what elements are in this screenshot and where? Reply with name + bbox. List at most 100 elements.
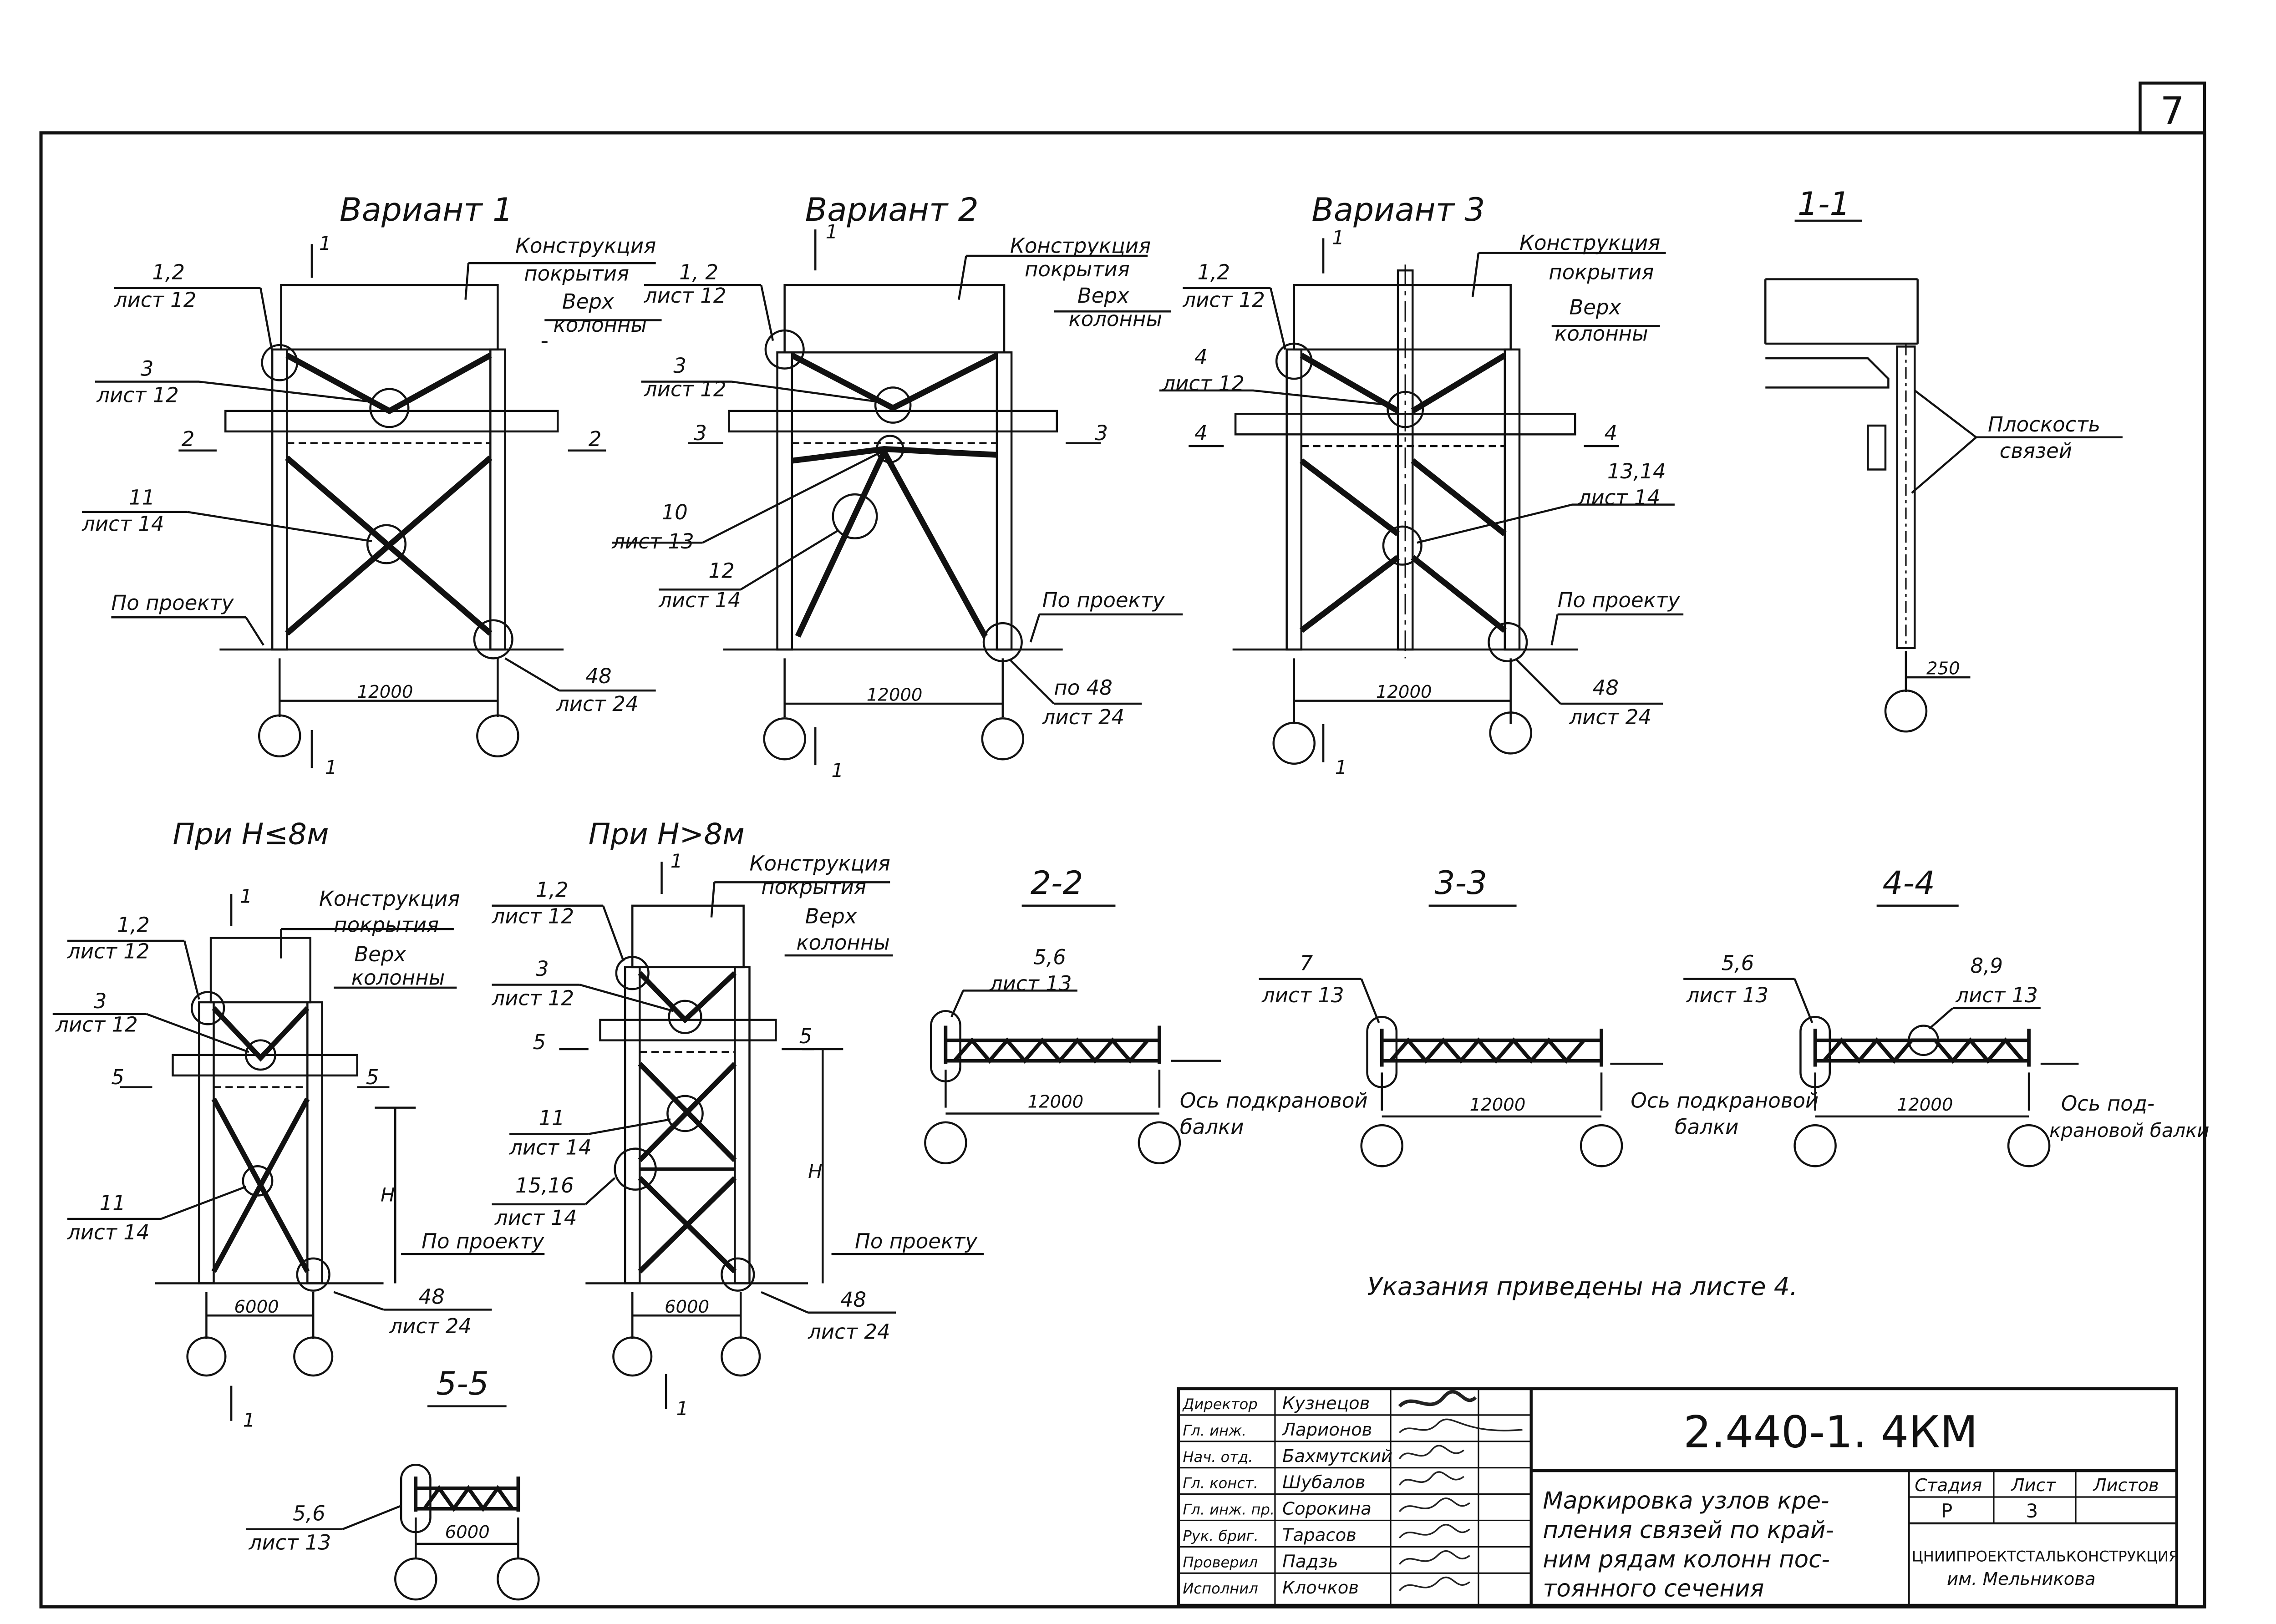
v3-span: 12000 xyxy=(1376,682,1432,702)
sheet-value: 3 xyxy=(2026,1500,2038,1522)
high-sec-r: 5 xyxy=(799,1024,813,1048)
v3-roof-2: покрытия xyxy=(1549,260,1654,284)
v3-n1314-sheet: лист 14 xyxy=(1578,486,1661,510)
description-line-3: ним рядам колонн пос- xyxy=(1543,1546,1830,1573)
sheet-number: 7 xyxy=(2160,89,2185,133)
section-2-2-axis-1: Ось подкрановой xyxy=(1180,1089,1368,1113)
section-5-5-span: 6000 xyxy=(445,1522,490,1543)
role-3: Гл. конст. xyxy=(1183,1475,1258,1492)
section-4-4: 4-4 5,6 лист 13 8,9 лист 13 12000 Ось по… xyxy=(1683,864,2210,1167)
v2-sec-l: 3 xyxy=(694,421,707,445)
v2-top-2: колонны xyxy=(1069,307,1162,331)
name-2: Бахмутский xyxy=(1282,1446,1392,1467)
section-4-4-node: 5,6 xyxy=(1722,951,1754,975)
frame-high: При H>8м xyxy=(492,817,984,1420)
v1-per-project: По проекту xyxy=(111,591,234,615)
name-6: Падзь xyxy=(1282,1551,1338,1572)
low-title: При H≤8м xyxy=(173,817,329,852)
org-subname: им. Мельникова xyxy=(1947,1569,2096,1589)
name-0: Кузнецов xyxy=(1282,1393,1370,1414)
v2-n3-sheet: лист 12 xyxy=(644,377,726,401)
role-2: Нач. отд. xyxy=(1183,1448,1253,1466)
section-4-4-span: 12000 xyxy=(1897,1095,1953,1115)
v1-sec-l: 2 xyxy=(182,427,195,451)
section-1-1-title: 1-1 xyxy=(1798,185,1850,223)
section-2-2-axis-2: балки xyxy=(1180,1115,1244,1139)
general-note: Указания приведены на листе 4. xyxy=(1367,1272,1798,1301)
low-n48-sheet: лист 24 xyxy=(389,1314,472,1338)
name-7: Клочков xyxy=(1282,1578,1359,1598)
high-n12-sheet: лист 12 xyxy=(492,904,574,928)
v1-n12-sheet: лист 12 xyxy=(114,288,197,312)
v3-cut-bottom: 1 xyxy=(1335,756,1347,778)
section-5-5-node: 5,6 xyxy=(293,1501,325,1525)
v3-n12: 1,2 xyxy=(1198,260,1230,284)
role-4: Гл. инж. пр. xyxy=(1183,1501,1275,1518)
high-n1516-sheet: лист 14 xyxy=(494,1206,577,1230)
high-n3-sheet: лист 12 xyxy=(492,986,574,1010)
variant-3-title: Вариант 3 xyxy=(1311,191,1485,228)
high-per-project: По проекту xyxy=(855,1229,978,1253)
low-n3-sheet: лист 12 xyxy=(55,1012,138,1036)
description-line-1: Маркировка узлов кре- xyxy=(1543,1487,1829,1515)
section-2-2: 2-2 5,6 лист 13 12000 Ось подкрановой ба… xyxy=(924,864,1368,1165)
high-cut-bottom: 1 xyxy=(676,1397,689,1420)
sheets-label: Листов xyxy=(2093,1475,2159,1496)
role-7: Исполнил xyxy=(1183,1580,1258,1597)
section-1-1-dim: 250 xyxy=(1926,659,1960,679)
low-top-1: Верх xyxy=(354,942,406,966)
section-4-4-node-sheet: лист 13 xyxy=(1686,983,1769,1007)
v3-sec-l: 4 xyxy=(1194,421,1208,445)
v3-n4: 4 xyxy=(1194,345,1208,369)
low-sec-l: 5 xyxy=(111,1065,124,1089)
low-roof-1: Конструкция xyxy=(319,887,460,911)
v1-n3-sheet: лист 12 xyxy=(96,383,179,407)
low-cut-bottom: 1 xyxy=(243,1409,255,1431)
high-h: H xyxy=(808,1160,822,1182)
section-2-2-node-sheet: лист 13 xyxy=(989,971,1072,995)
v1-n48: 48 xyxy=(585,664,611,688)
high-top-2: колонны xyxy=(796,930,889,954)
high-n11-sheet: лист 14 xyxy=(509,1135,592,1159)
role-6: Проверил xyxy=(1183,1553,1258,1571)
v1-roof-1: Конструкция xyxy=(515,234,656,258)
high-cut-top: 1 xyxy=(671,850,683,872)
v2-n12b: 12 xyxy=(708,558,734,583)
section-4-4-node2: 8,9 xyxy=(1970,954,2003,978)
high-n1516: 15,16 xyxy=(515,1173,574,1198)
high-title: При H>8м xyxy=(589,817,745,852)
v1-roof-2: покрытия xyxy=(524,262,629,286)
sheet-label: Лист xyxy=(2011,1475,2057,1496)
section-3-3-title: 3-3 xyxy=(1434,864,1487,902)
low-roof-2: покрытия xyxy=(334,913,439,937)
low-h: H xyxy=(381,1183,395,1206)
high-sec-l: 5 xyxy=(533,1030,546,1054)
section-2-2-title: 2-2 xyxy=(1031,864,1083,902)
v2-sec-r: 3 xyxy=(1095,421,1108,445)
section-3-3-axis-2: балки xyxy=(1675,1115,1739,1139)
section-1-1-plane-1: Плоскость xyxy=(1988,412,2100,436)
stage-label: Стадия xyxy=(1915,1475,1982,1496)
v1-n12: 1,2 xyxy=(152,260,185,284)
low-n12-sheet: лист 12 xyxy=(67,939,150,964)
section-4-4-axis-2: крановой балки xyxy=(2049,1119,2209,1142)
title-block-signatures xyxy=(1398,1390,1523,1591)
v3-per-project: По проекту xyxy=(1558,588,1681,612)
high-n11: 11 xyxy=(539,1106,564,1130)
section-3-3-span: 12000 xyxy=(1470,1095,1526,1115)
v2-cut-top: 1 xyxy=(826,220,838,243)
v3-n48-sheet: лист 24 xyxy=(1569,705,1651,729)
description-line-4: тоянного сечения xyxy=(1543,1575,1764,1603)
v1-n3: 3 xyxy=(141,357,154,381)
high-span: 6000 xyxy=(665,1297,709,1317)
section-1-1-plane-2: связей xyxy=(2000,439,2072,463)
section-4-4-title: 4-4 xyxy=(1883,864,1936,902)
v3-top-2: колонны xyxy=(1555,322,1648,346)
v2-n12b-sheet: лист 14 xyxy=(658,588,741,612)
title-block-roles: Директор Кузнецов Гл. инж. Ларионов Нач.… xyxy=(1182,1393,1392,1598)
low-n12: 1,2 xyxy=(117,913,150,937)
name-1: Ларионов xyxy=(1281,1420,1372,1440)
v1-span: 12000 xyxy=(357,682,413,702)
v3-n48: 48 xyxy=(1593,676,1619,700)
section-5-5-node-sheet: лист 13 xyxy=(249,1531,331,1555)
